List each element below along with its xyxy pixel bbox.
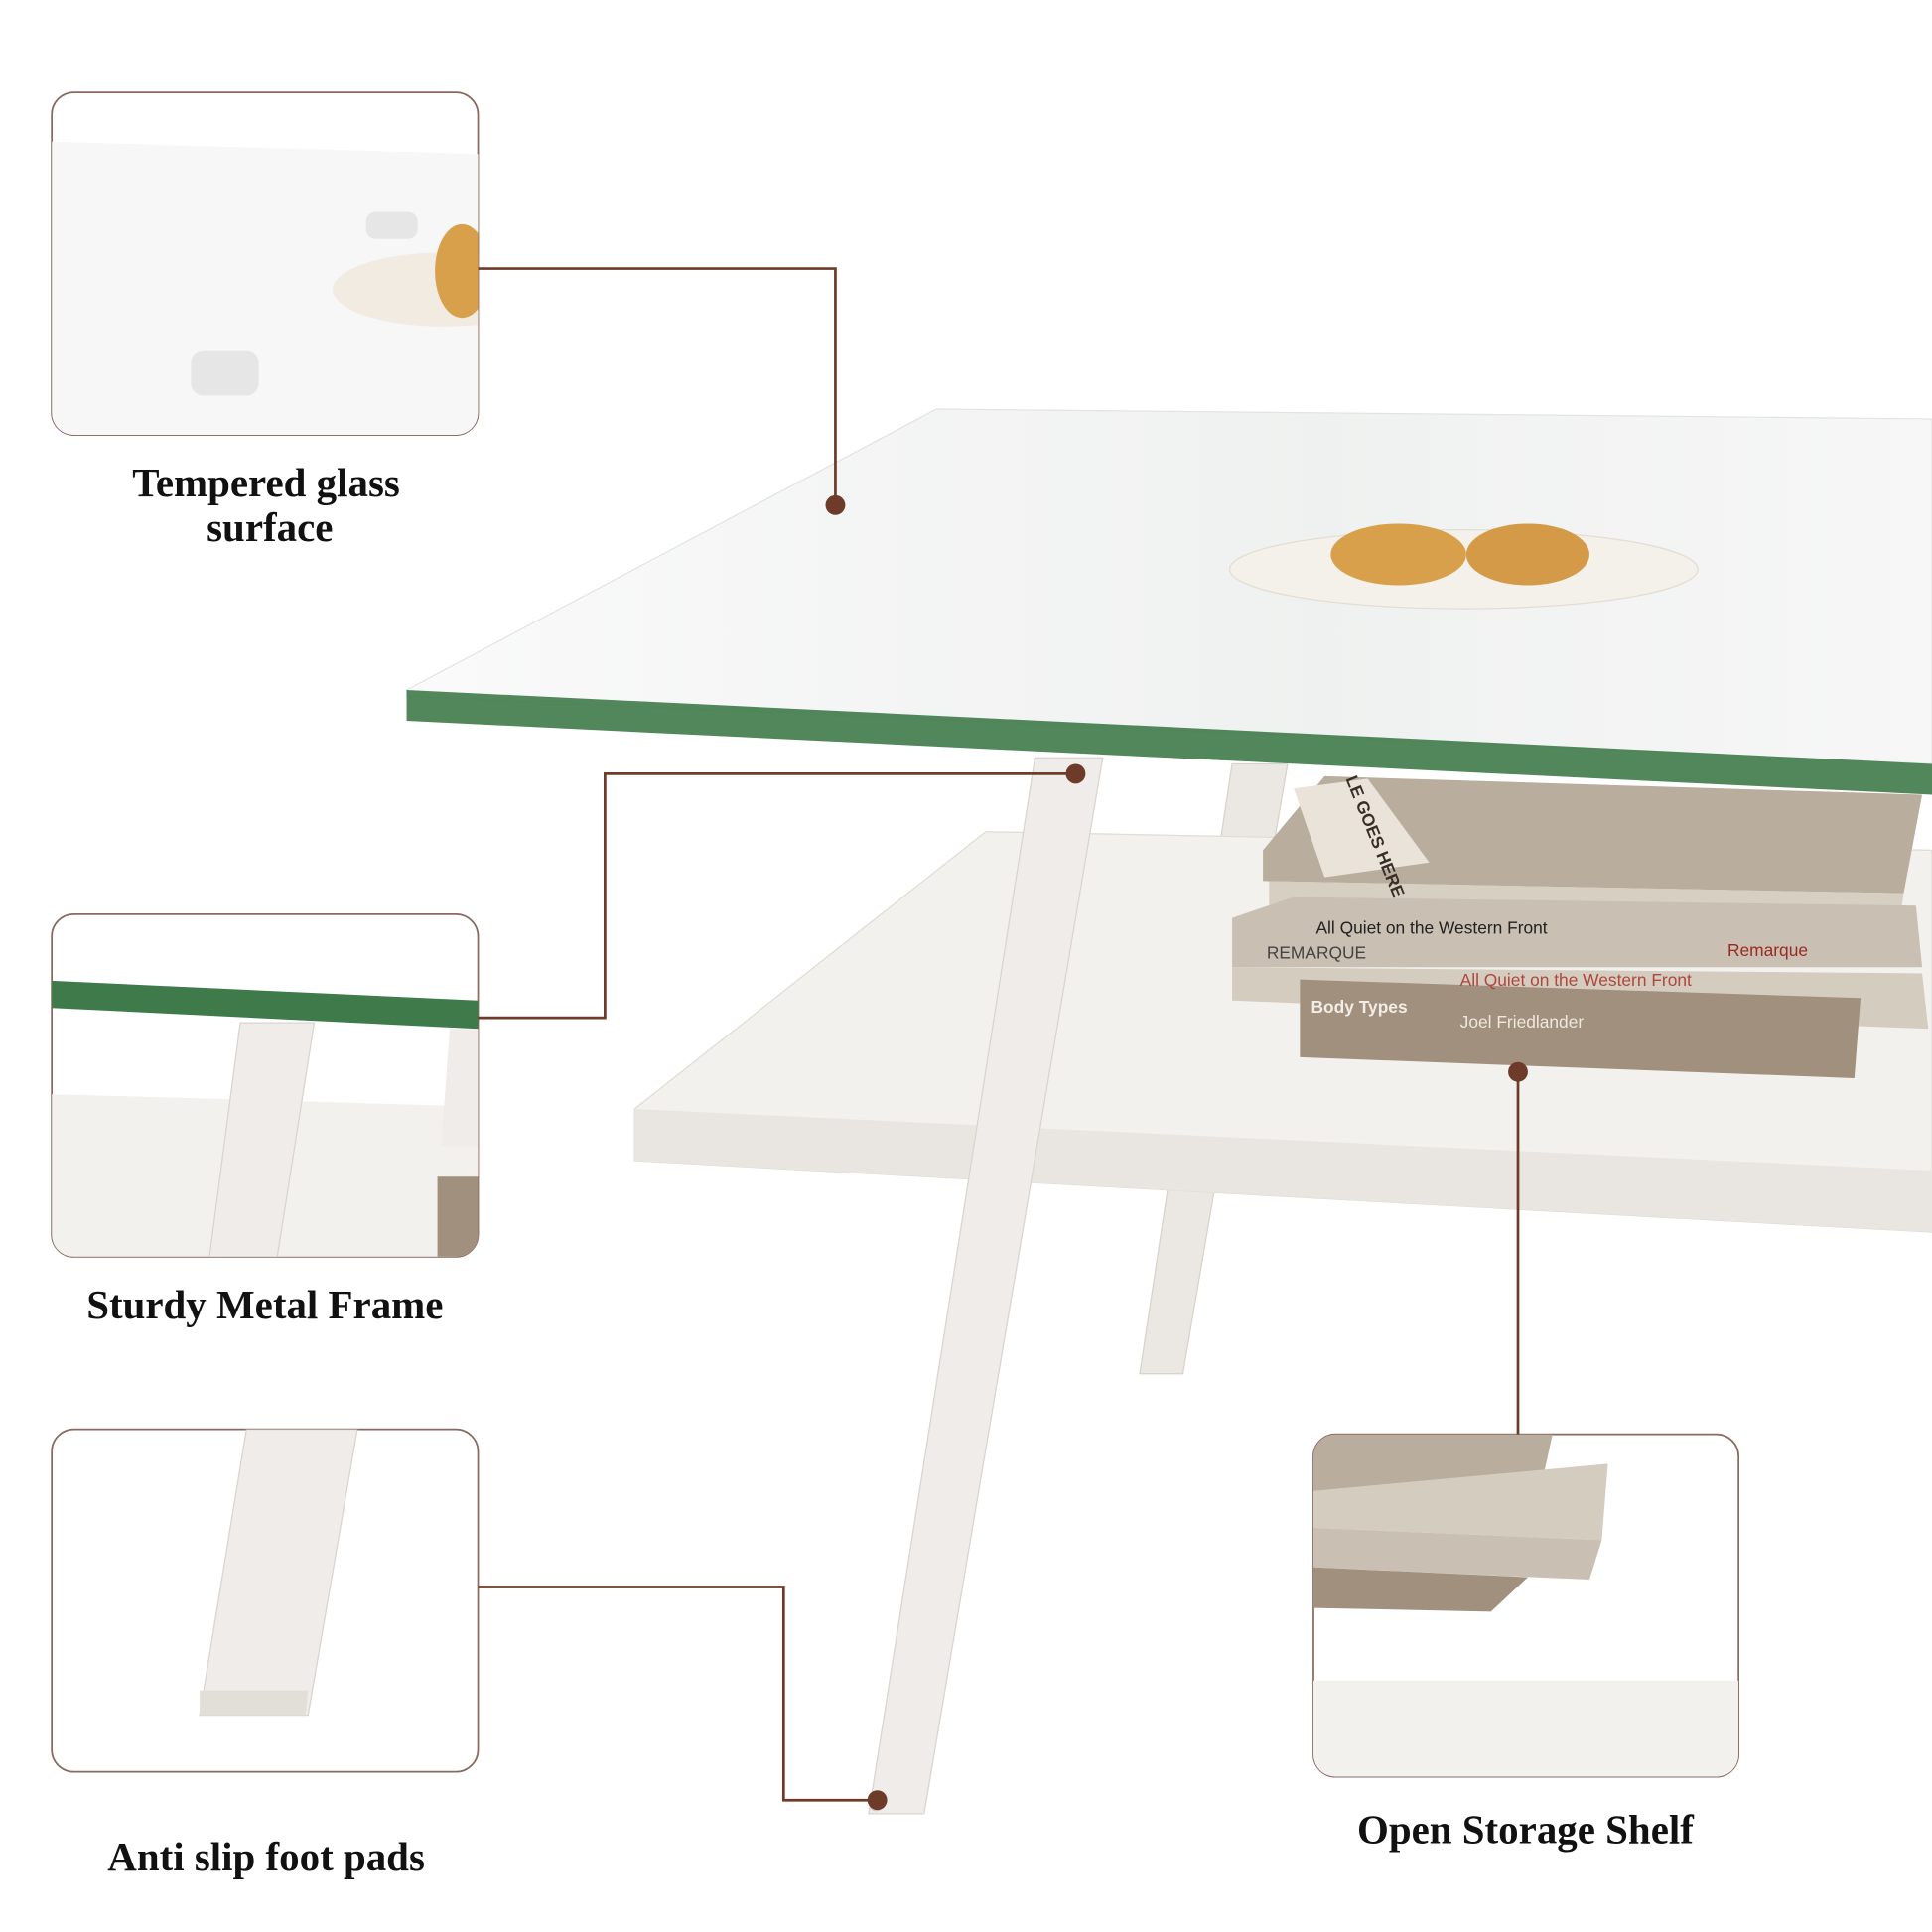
book-title: Body Types	[1311, 997, 1408, 1017]
feature-label-shelf: Open Storage Shelf	[1357, 1808, 1695, 1853]
glass-edge	[406, 690, 1932, 795]
book-author: Joel Friedlander	[1460, 1012, 1585, 1032]
feature-label-glass: Tempered glass	[132, 461, 400, 505]
feature-label-glass-line2: surface	[207, 505, 333, 550]
detail-glass	[51, 91, 480, 436]
callout-feet	[478, 1586, 888, 1811]
feature-label-feet: Anti slip foot pads	[107, 1835, 425, 1879]
front-leg	[868, 757, 1104, 1815]
book-title: All Quiet on the Western Front	[1315, 918, 1547, 938]
callout-frame	[478, 763, 1086, 1020]
book-author: Remarque	[1727, 940, 1808, 960]
book-title: All Quiet on the Western Front	[1460, 970, 1692, 990]
detail-shelf	[1312, 1433, 1740, 1778]
book-stack: LE GOES HERE All Quiet on the Western Fr…	[1232, 772, 1929, 1078]
feature-label-frame: Sturdy Metal Frame	[86, 1283, 443, 1327]
detail-frame	[51, 913, 480, 1258]
book-author: REMARQUE	[1267, 943, 1366, 963]
callout-shelf	[1508, 1061, 1528, 1435]
callout-glass	[478, 267, 846, 515]
detail-feet	[51, 1428, 480, 1773]
coffee-table-photo: LE GOES HERE All Quiet on the Western Fr…	[405, 408, 1932, 1815]
